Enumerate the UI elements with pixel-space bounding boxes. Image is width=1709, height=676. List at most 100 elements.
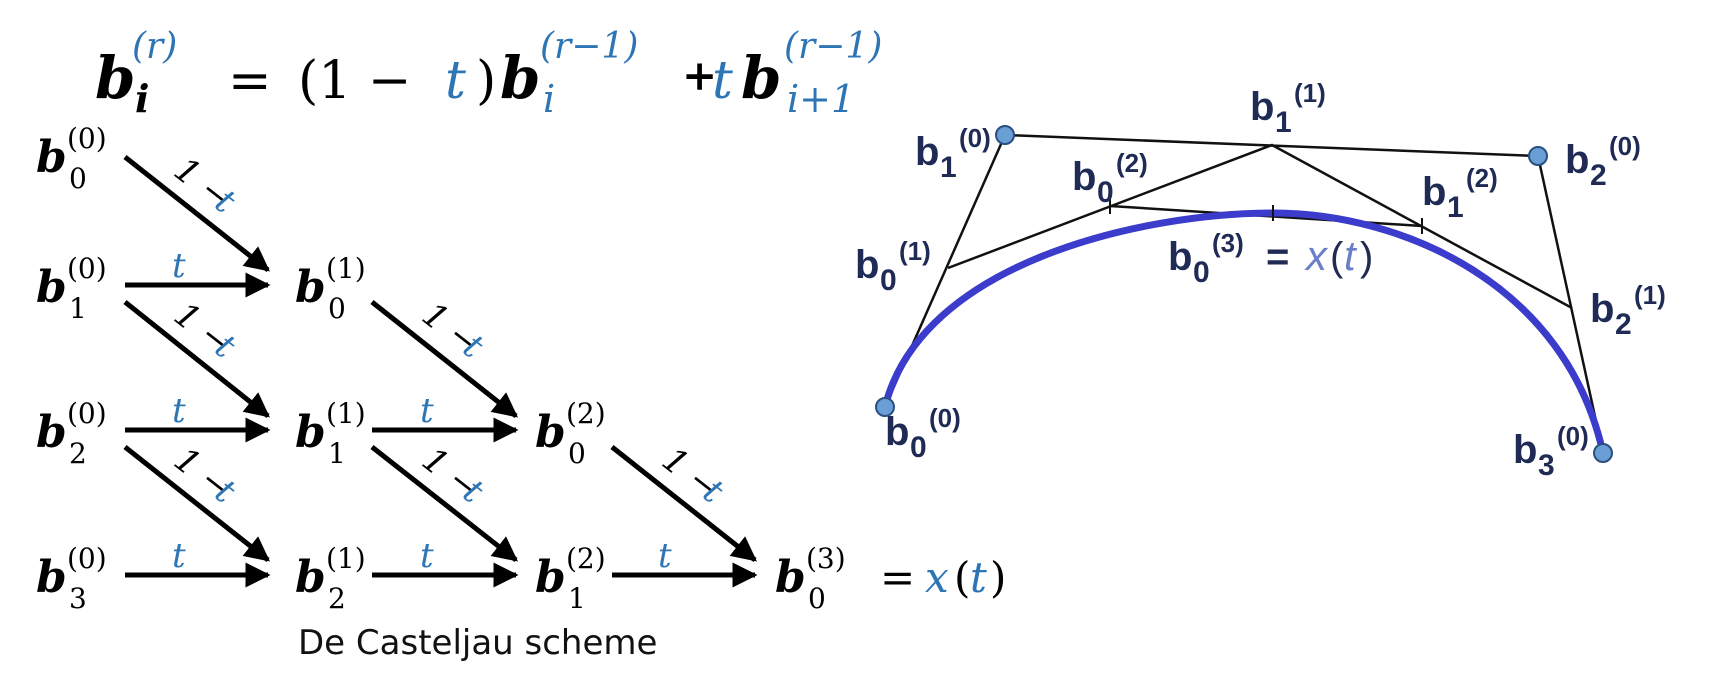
node-b0-3: b (3) 0 <box>775 542 846 615</box>
svg-text:b: b <box>1590 287 1614 331</box>
svg-text:(0): (0) <box>1609 131 1641 161</box>
svg-text:(2): (2) <box>566 397 606 430</box>
svg-text:0: 0 <box>568 437 586 470</box>
formula-equals: = <box>228 51 272 111</box>
svg-text:b: b <box>535 407 566 458</box>
svg-text:b: b <box>295 552 326 603</box>
formula-b1-sub: i <box>543 77 555 121</box>
svg-text:(1): (1) <box>899 236 931 266</box>
svg-text:b: b <box>535 552 566 603</box>
svg-text:b: b <box>295 262 326 313</box>
arrow-diag-01-02 <box>370 300 518 418</box>
formula-open: (1 − <box>298 51 411 111</box>
svg-text:(1): (1) <box>326 397 366 430</box>
svg-text:=: = <box>1266 235 1289 279</box>
weight-t-20: t <box>172 391 186 431</box>
scheme-arrows <box>123 155 758 588</box>
level1-polygon <box>947 143 1573 310</box>
svg-text:2: 2 <box>328 582 346 615</box>
weight-1mt-00: 1 − t <box>166 150 243 222</box>
svg-text:(: ( <box>954 553 970 602</box>
node-b0-1: b (1) 0 <box>295 252 366 325</box>
svg-text:(2): (2) <box>1116 148 1148 178</box>
svg-text:1: 1 <box>940 151 957 184</box>
weight-1mt-02: 1 − t <box>654 440 731 512</box>
fig-label-b2-1: b 2 (1) <box>1590 280 1666 341</box>
weight-t-10: t <box>172 246 186 286</box>
svg-text:2: 2 <box>1590 159 1607 192</box>
weight-1mt-20: 1 − t <box>166 440 243 512</box>
svg-text:b: b <box>36 407 67 458</box>
svg-text:b: b <box>1168 235 1192 279</box>
node-b1-2: b (2) 1 <box>535 542 606 615</box>
arrow-diag-10-11 <box>123 300 270 418</box>
svg-text:b: b <box>855 243 879 287</box>
svg-text:(1): (1) <box>1634 280 1666 310</box>
svg-text:(0): (0) <box>959 123 991 153</box>
formula-t1: t <box>445 51 466 111</box>
svg-text:2: 2 <box>69 437 87 470</box>
svg-text:b: b <box>885 410 909 454</box>
weight-1mt-10: 1 − t <box>166 295 243 367</box>
formula-b2-sup: (r−1) <box>784 26 882 67</box>
svg-text:(3): (3) <box>806 542 846 575</box>
svg-text:(1): (1) <box>326 252 366 285</box>
weight-t-30: t <box>172 536 186 576</box>
svg-text:(3): (3) <box>1212 228 1244 258</box>
fig-label-b1-0: b 1 (0) <box>915 123 991 184</box>
svg-text:b: b <box>1565 138 1589 182</box>
formula-b1: b <box>500 44 541 112</box>
svg-text:=: = <box>880 553 915 602</box>
formula-t2: t <box>712 51 733 111</box>
svg-text:(1): (1) <box>326 542 366 575</box>
svg-text:1: 1 <box>1447 191 1464 224</box>
bezier-curve <box>881 209 1607 454</box>
svg-text:(0): (0) <box>67 397 107 430</box>
svg-text:(0): (0) <box>67 252 107 285</box>
svg-text:): ) <box>990 553 1006 602</box>
svg-text:b: b <box>1250 85 1274 129</box>
formula-close: ) <box>476 51 496 111</box>
svg-text:(0): (0) <box>67 542 107 575</box>
svg-text:1: 1 <box>328 437 346 470</box>
arrow-diag-11-12 <box>370 445 518 562</box>
arrow-diag-00-01 <box>123 155 270 272</box>
arrow-diag-02-03 <box>610 445 757 562</box>
node-b0-2: b (2) 0 <box>535 397 606 470</box>
svg-text:2: 2 <box>1615 308 1632 341</box>
svg-text:0: 0 <box>1193 256 1210 289</box>
scheme-caption: De Casteljau scheme <box>298 623 657 663</box>
svg-text:(1): (1) <box>1294 78 1326 108</box>
svg-text:t: t <box>970 553 987 602</box>
svg-text:(0): (0) <box>67 122 107 155</box>
svg-text:0: 0 <box>808 582 826 615</box>
svg-text:(2): (2) <box>1466 163 1498 193</box>
fig-label-b0-1: b 0 (1) <box>855 236 931 297</box>
svg-text:0: 0 <box>880 264 897 297</box>
svg-text:0: 0 <box>910 431 927 464</box>
weight-t-12: t <box>658 536 672 576</box>
svg-text:b: b <box>36 552 67 603</box>
svg-text:0: 0 <box>328 292 346 325</box>
svg-text:b: b <box>36 132 67 183</box>
svg-text:b: b <box>36 262 67 313</box>
svg-text:b: b <box>295 407 326 458</box>
node-b0-0: b (0) 0 <box>36 122 107 195</box>
formula-lhs-sup: (r) <box>132 26 177 67</box>
arrow-diag-20-21 <box>123 445 270 562</box>
formula-b2-sub: i+1 <box>787 77 855 121</box>
fig-label-b1-1: b 1 (1) <box>1250 78 1326 139</box>
formula-b1-sup: (r−1) <box>540 26 638 67</box>
fig-label-b0-3-xt: b 0 (3) = x ( t ) <box>1168 228 1373 289</box>
scheme-nodes: b (0) 0 b (0) 1 b (0) 2 b (0) 3 b (1) 0 … <box>36 122 1006 615</box>
control-point-3 <box>1593 443 1613 463</box>
fig-label-b0-2: b 0 (2) <box>1072 148 1148 209</box>
svg-text:b: b <box>1513 428 1537 472</box>
node-b3-0: b (0) 3 <box>36 542 107 615</box>
weight-t-21: t <box>420 536 434 576</box>
recurrence-formula: b (r) i = (1 − t ) b (r−1) i + t b (r−1)… <box>95 26 882 121</box>
control-point-1 <box>995 125 1015 145</box>
node-b2-1: b (1) 2 <box>295 542 366 615</box>
bezier-figure <box>875 125 1613 463</box>
